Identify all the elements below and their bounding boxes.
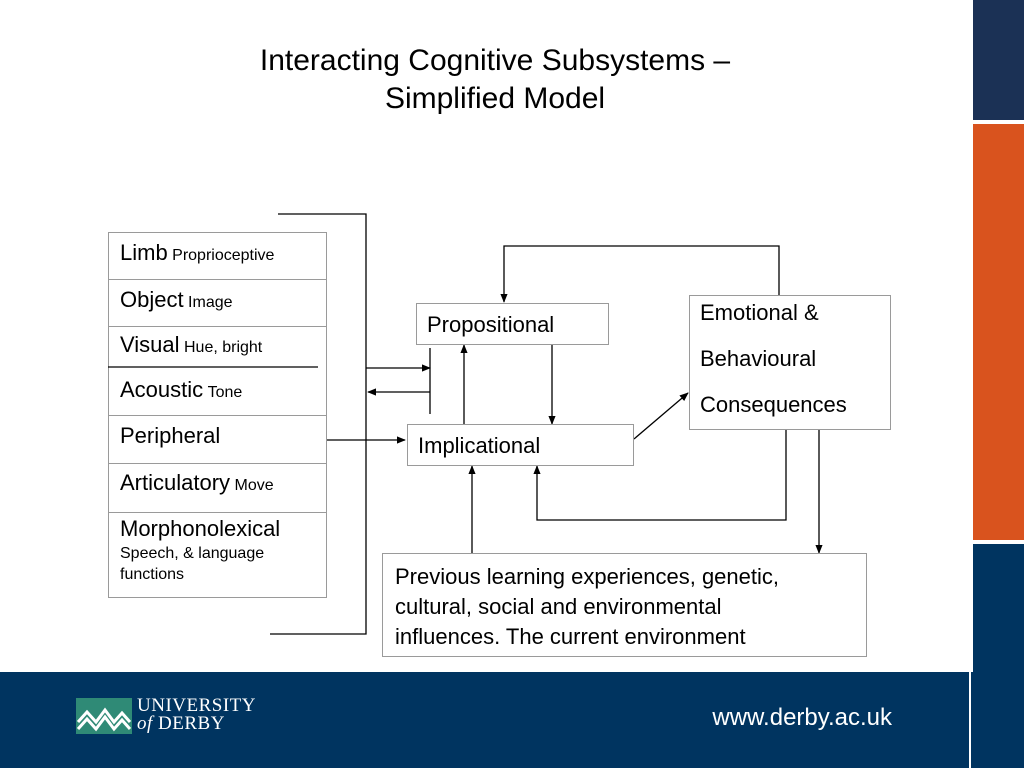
subsystem-acoustic: Acoustic Tone xyxy=(109,368,326,416)
subsystem-detail: Move xyxy=(234,477,274,494)
subsystem-name: Acoustic xyxy=(120,377,204,402)
footer-bar xyxy=(0,672,1024,768)
arrow-emotional-to-propositional xyxy=(500,245,780,303)
propositional-label: Propositional xyxy=(427,312,555,337)
logo-line-2: DERBY xyxy=(158,713,225,734)
subsystem-detail: Image xyxy=(188,294,233,311)
title-line-1: Interacting Cognitive Subsystems – xyxy=(259,44,731,77)
previous-experiences-box: Previous learning experiences, genetic, … xyxy=(382,553,867,657)
implicational-label: Implicational xyxy=(418,433,541,458)
subsystem-morphonolexical: Morphonolexical Speech, & language funct… xyxy=(109,513,326,597)
logo-line-1: UNIVERSITY xyxy=(137,695,256,716)
subsystem-name: Articulatory xyxy=(120,470,231,495)
subsystem-name: Object xyxy=(120,287,184,312)
previous-line-2: cultural, social and environmental xyxy=(395,594,722,619)
subsystem-list: Limb Proprioceptive Object Image Visual … xyxy=(108,232,327,598)
sidebar-block-navy xyxy=(973,0,1024,120)
propositional-box: Propositional xyxy=(416,303,609,345)
slide-title: Interacting Cognitive Subsystems – Simpl… xyxy=(180,42,810,118)
subsystem-visual: Visual Hue, bright xyxy=(109,327,326,368)
footer-url-link[interactable]: www.derby.ac.uk xyxy=(712,704,892,731)
emotional-text: Emotional & Behavioural Consequences xyxy=(690,296,890,416)
implicational-box: Implicational xyxy=(407,424,634,466)
arrow-emotional-to-implicational xyxy=(533,428,787,521)
subsystem-detail: Hue, bright xyxy=(183,339,263,356)
subsystem-object: Object Image xyxy=(109,280,326,327)
previous-experiences-text: Previous learning experiences, genetic, … xyxy=(383,554,866,652)
subsystem-detail: Tone xyxy=(207,384,243,401)
footer-divider xyxy=(969,672,971,768)
subsystem-peripheral: Peripheral xyxy=(109,416,326,464)
emotional-line-1: Emotional & xyxy=(700,300,819,325)
emotional-line-3: Consequences xyxy=(700,392,847,417)
subsystem-limb: Limb Proprioceptive xyxy=(109,233,326,280)
previous-line-1: Previous learning experiences, genetic, xyxy=(395,564,780,589)
university-logo-icon xyxy=(76,698,132,734)
university-logo-text: UNIVERSITY of DERBY xyxy=(137,695,256,734)
emotional-box: Emotional & Behavioural Consequences xyxy=(689,295,891,430)
sidebar-block-blue xyxy=(973,544,1024,672)
subsystem-articulatory: Articulatory Move xyxy=(109,464,326,513)
emotional-line-2: Behavioural xyxy=(700,346,817,371)
logo-of: of xyxy=(137,713,153,734)
subsystem-name: Peripheral xyxy=(120,423,221,448)
sidebar-color-bar xyxy=(971,0,1024,672)
subsystem-detail: Speech, & language functions xyxy=(120,545,265,583)
subsystem-name: Morphonolexical xyxy=(120,516,281,541)
previous-line-3: influences. The current environment xyxy=(395,624,746,649)
title-line-2: Simplified Model xyxy=(384,82,606,115)
sidebar-block-orange xyxy=(973,124,1024,540)
subsystem-name: Limb xyxy=(120,240,168,265)
subsystem-name: Visual xyxy=(120,332,180,357)
subsystem-detail: Proprioceptive xyxy=(172,247,275,264)
subsystems-bracket xyxy=(270,213,367,635)
arrow-implicational-to-emotional xyxy=(633,392,689,440)
